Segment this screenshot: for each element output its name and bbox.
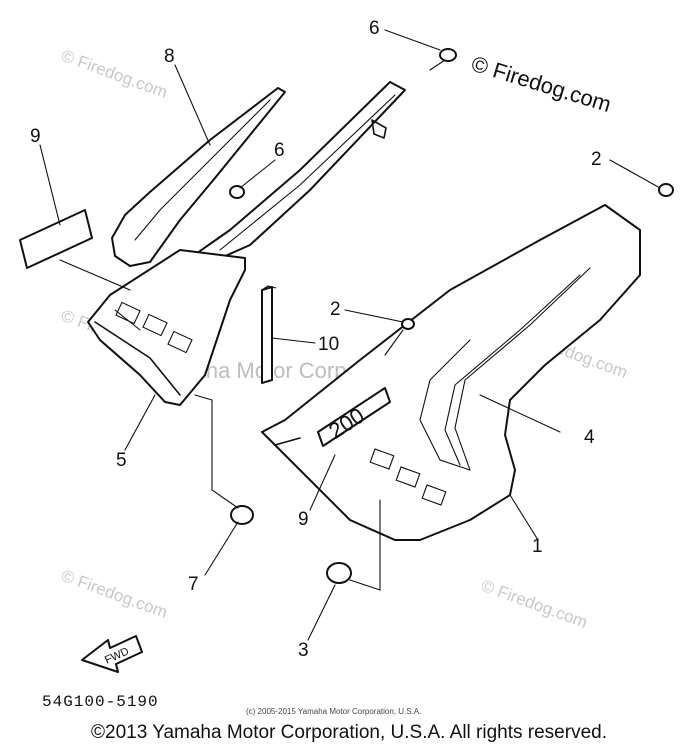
callout-8: 8	[164, 46, 175, 67]
grommet-7	[230, 505, 254, 525]
footer-copyright: ©2013 Yamaha Motor Corporation, U.S.A. A…	[91, 722, 607, 743]
grommets	[229, 48, 674, 584]
bolt-6-top	[439, 48, 457, 62]
callout-9-left: 9	[30, 126, 41, 147]
bolt-2-right	[658, 183, 674, 197]
watermark-repeat: © Firedog.com	[59, 566, 170, 622]
leader-lines	[39, 29, 661, 641]
callout-labels: 1 2 2 3 4 5 6 6 7 8 9 9 10	[30, 18, 602, 661]
bolt-6-mid	[229, 185, 245, 199]
small-copyright: (c) 2005-2015 Yamaha Motor Corporation, …	[246, 707, 421, 716]
callout-7: 7	[188, 574, 199, 595]
callout-5: 5	[116, 450, 127, 471]
bolt-2-mid	[401, 318, 415, 330]
callout-10: 10	[318, 334, 339, 355]
watermark-corner: © Firedog.com	[469, 51, 615, 117]
callout-1: 1	[532, 536, 543, 557]
callout-2-right: 2	[591, 149, 602, 170]
callout-3: 3	[298, 640, 309, 661]
callout-9-decal: 9	[298, 509, 309, 530]
part-1-right-cover: 200	[261, 204, 641, 541]
part-rail	[189, 81, 406, 266]
fwd-arrow: FWD	[81, 635, 143, 673]
part-8-side-cover	[111, 87, 286, 267]
part-10-damper	[261, 285, 277, 384]
callout-4: 4	[584, 427, 595, 448]
callout-6-top: 6	[369, 18, 380, 39]
grommet-3	[326, 562, 352, 584]
part-code: 54G100-5190	[42, 693, 159, 711]
watermark-repeat: © Firedog.com	[479, 576, 590, 632]
callout-2-mid: 2	[330, 299, 341, 320]
watermark-repeat: © Firedog.com	[59, 46, 170, 102]
part-9-decal-left	[19, 209, 93, 269]
callout-6-mid: 6	[274, 140, 285, 161]
